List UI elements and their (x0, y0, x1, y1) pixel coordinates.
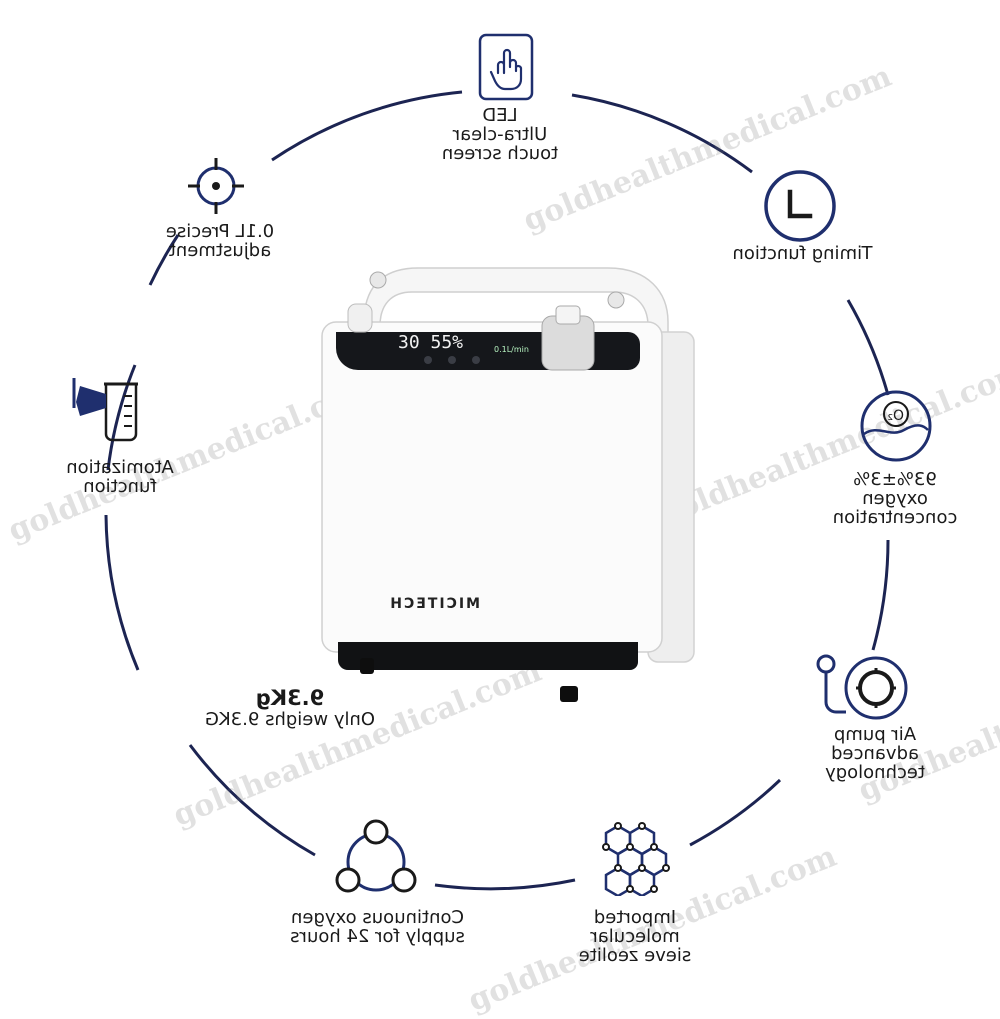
device-display: 30 55% (398, 332, 463, 353)
feature-line: Air pump (833, 724, 917, 745)
clock-icon (764, 170, 836, 242)
feature-line: 0.1L Precise (165, 221, 275, 242)
feature-led-touch-screen: LED Ultra-clear touch screen (420, 105, 580, 164)
feature-timing-function: Timing function (715, 243, 890, 264)
feature-line: concentration (832, 507, 958, 528)
feature-line: Atomization (66, 457, 174, 478)
feature-line: advanced (831, 743, 919, 764)
touch-hand-icon (478, 33, 534, 101)
molecule-hexagon-icon (602, 822, 670, 896)
nebulizer-cup-icon (72, 378, 138, 442)
feature-line: adjustment (168, 240, 272, 261)
feature-molecular-sieve: Imported molecular sieve zeolite (560, 907, 710, 966)
target-icon (188, 158, 244, 214)
svg-text:O₂: O₂ (887, 408, 904, 424)
feature-line: Ultra-clear (452, 124, 548, 145)
feature-oxygen-concentration: 93%±3% oxygen concentration (820, 469, 970, 528)
cycle-nodes-icon (335, 819, 417, 893)
feature-atomization: Atomization function (45, 457, 195, 497)
feature-line: function (83, 476, 157, 497)
feature-continuous-oxygen: Continuous oxygen supply for 24 hours (270, 907, 485, 947)
feature-line: sieve zeolite (578, 945, 692, 966)
air-pump-icon (816, 654, 908, 720)
feature-line: Continuous oxygen (290, 907, 465, 928)
device-display-small: 0.1L/min (494, 345, 529, 354)
oxygen-concentrator-device: 30 55% 0.1L/min MICITECH (321, 267, 695, 702)
feature-line: molecular (590, 926, 680, 947)
oxygen-gauge-icon: O₂ (860, 390, 932, 462)
feature-line: Imported (593, 907, 677, 928)
feature-air-pump: Air pump advanced technology (800, 724, 950, 783)
feature-line: oxygen (862, 488, 928, 509)
feature-line: LED (482, 105, 518, 126)
feature-line: technology (825, 762, 925, 783)
feature-line: Only weighs 9.3KG (204, 709, 376, 730)
feature-line: Timing function (732, 243, 873, 264)
feature-line: 93%±3% (853, 469, 937, 490)
device-brand: MICITECH (388, 596, 480, 612)
feature-line: touch screen (441, 143, 559, 164)
feature-precise-adjustment: 0.1L Precise adjustment (140, 221, 300, 261)
feature-line: supply for 24 hours (290, 926, 465, 947)
